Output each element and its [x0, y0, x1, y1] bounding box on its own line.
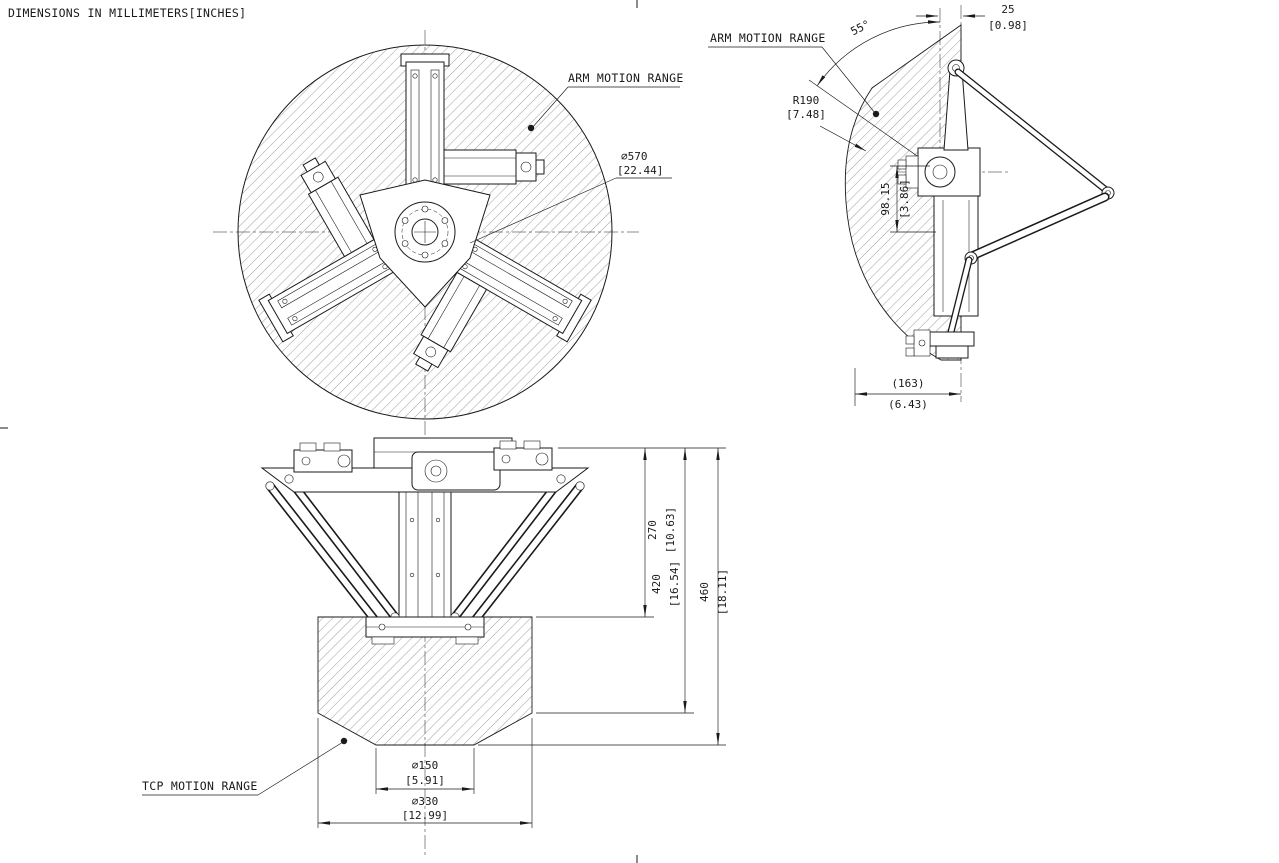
r190-dimension: R190 [7.48]: [786, 94, 867, 152]
base-plate: [359, 179, 491, 308]
arm-motion-range-callout-top: ARM MOTION RANGE: [527, 71, 684, 132]
arm-motion-range-label-top: ARM MOTION RANGE: [568, 71, 684, 85]
front-view: TCP MOTION RANGE 270 [10.63] 420 [16.54]…: [142, 437, 729, 828]
d25-dimension: 25 [0.98]: [916, 3, 1028, 32]
vertical-dimensions: 270 [10.63] 420 [16.54] 460 [18.11]: [478, 447, 729, 746]
dia330-dimension: ⌀330 [12.99]: [317, 718, 533, 828]
leader-dot: [340, 737, 348, 745]
robot-front: [260, 437, 590, 645]
dim-dia570-mm: ⌀570: [621, 150, 648, 163]
d9815-dimension: 98.15 [3.86]: [879, 165, 936, 233]
tcp-motion-range-callout: TCP MOTION RANGE: [142, 737, 348, 796]
dim-r190-mm: R190: [793, 94, 820, 107]
dim-dia570-in: [22.44]: [617, 164, 663, 177]
tcp-motion-range-area: [317, 616, 533, 746]
top-view: ARM MOTION RANGE ⌀570 [22.44]: [210, 30, 684, 857]
dim-163-in: (6.43): [888, 398, 928, 411]
dim-25-in: [0.98]: [988, 19, 1028, 32]
dim-dia150-in: [5.91]: [405, 774, 445, 787]
dim-460-in: [18.11]: [716, 569, 729, 615]
dim-420-mm: 420: [650, 574, 663, 594]
dim-r190-in: [7.48]: [786, 108, 826, 121]
dim-25-mm: 25: [1001, 3, 1014, 16]
leader-dot: [872, 110, 880, 118]
dim-dia330-in: [12.99]: [402, 809, 448, 822]
dim-9815-mm: 98.15: [879, 182, 892, 215]
dia570-dimension: ⌀570 [22.44]: [469, 150, 672, 244]
units-note: DIMENSIONS IN MILLIMETERS[INCHES]: [8, 6, 246, 20]
robot-side: [897, 59, 1115, 359]
leader-dot: [527, 124, 535, 132]
dia150-dimension: ⌀150 [5.91]: [375, 748, 475, 794]
side-view: ARM MOTION RANGE 55° R190 [7.48] 25 [0.9…: [708, 3, 1115, 411]
dim-dia150-mm: ⌀150: [412, 759, 439, 772]
dim-420-in: [16.54]: [668, 561, 681, 607]
dim-270-in: [10.63]: [664, 507, 677, 553]
dim-dia330-mm: ⌀330: [412, 795, 439, 808]
tcp-motion-range-label: TCP MOTION RANGE: [142, 779, 258, 793]
dim-55deg: 55°: [849, 18, 873, 39]
dim-9815-in: [3.86]: [898, 179, 911, 219]
dim-163-mm: (163): [891, 377, 924, 390]
arm-motion-range-callout-side: ARM MOTION RANGE: [708, 31, 880, 118]
d163-dimension: (163) (6.43): [854, 368, 961, 411]
dim-270-mm: 270: [646, 520, 659, 540]
dim-460-mm: 460: [698, 582, 711, 602]
arm-motion-range-label-side: ARM MOTION RANGE: [710, 31, 826, 45]
